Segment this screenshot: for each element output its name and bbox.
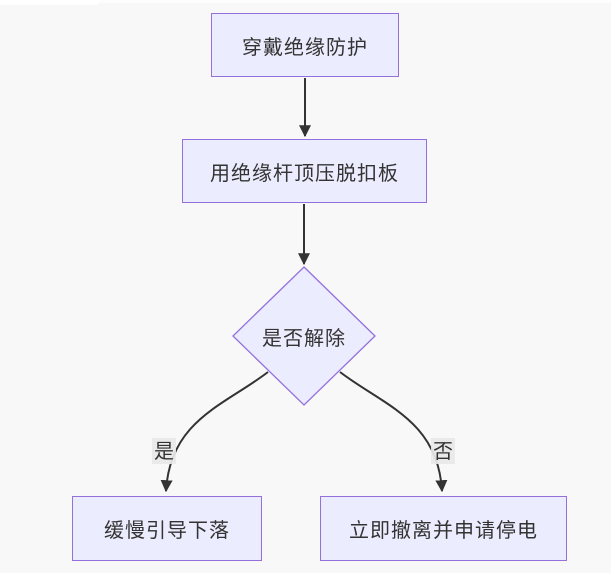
edge-label-no: 否 <box>431 438 455 464</box>
node-evacuate-request-outage: 立即撤离并申请停电 <box>320 496 567 561</box>
decision-released-label: 是否解除 <box>262 325 346 350</box>
node-wear-insulation-protection: 穿戴绝缘防护 <box>211 13 399 77</box>
top-left-highlight <box>0 0 100 5</box>
edge-c-to-e <box>339 371 448 493</box>
node-press-trip-plate-with-rod: 用绝缘杆顶压脱扣板 <box>182 139 427 203</box>
top-edge-highlight <box>0 0 611 3</box>
node-slowly-guide-descent: 缓慢引导下落 <box>72 496 262 561</box>
edge-label-yes: 是 <box>152 438 176 464</box>
decision-diamond-shape <box>232 266 376 406</box>
edge-c-to-d <box>160 371 269 493</box>
